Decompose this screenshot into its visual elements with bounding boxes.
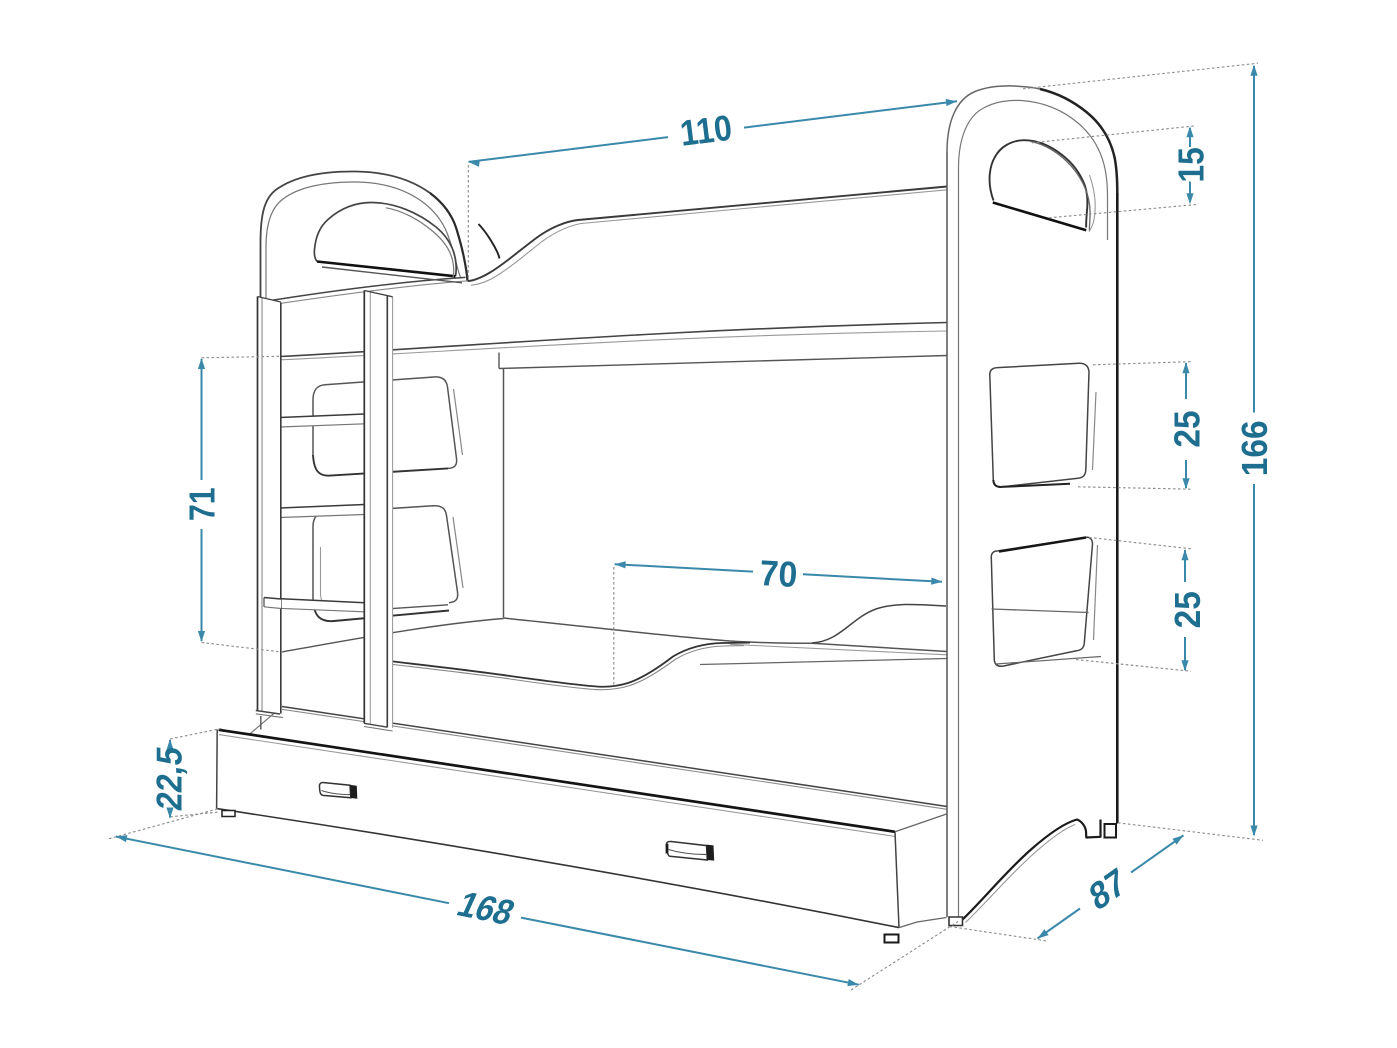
svg-text:71: 71 xyxy=(183,487,223,521)
svg-text:25: 25 xyxy=(1168,410,1207,447)
svg-text:22,5: 22,5 xyxy=(150,744,190,813)
svg-text:166: 166 xyxy=(1236,420,1275,476)
svg-text:70: 70 xyxy=(759,553,799,595)
svg-text:15: 15 xyxy=(1171,147,1211,182)
svg-text:110: 110 xyxy=(678,108,734,154)
svg-text:25: 25 xyxy=(1169,591,1208,628)
